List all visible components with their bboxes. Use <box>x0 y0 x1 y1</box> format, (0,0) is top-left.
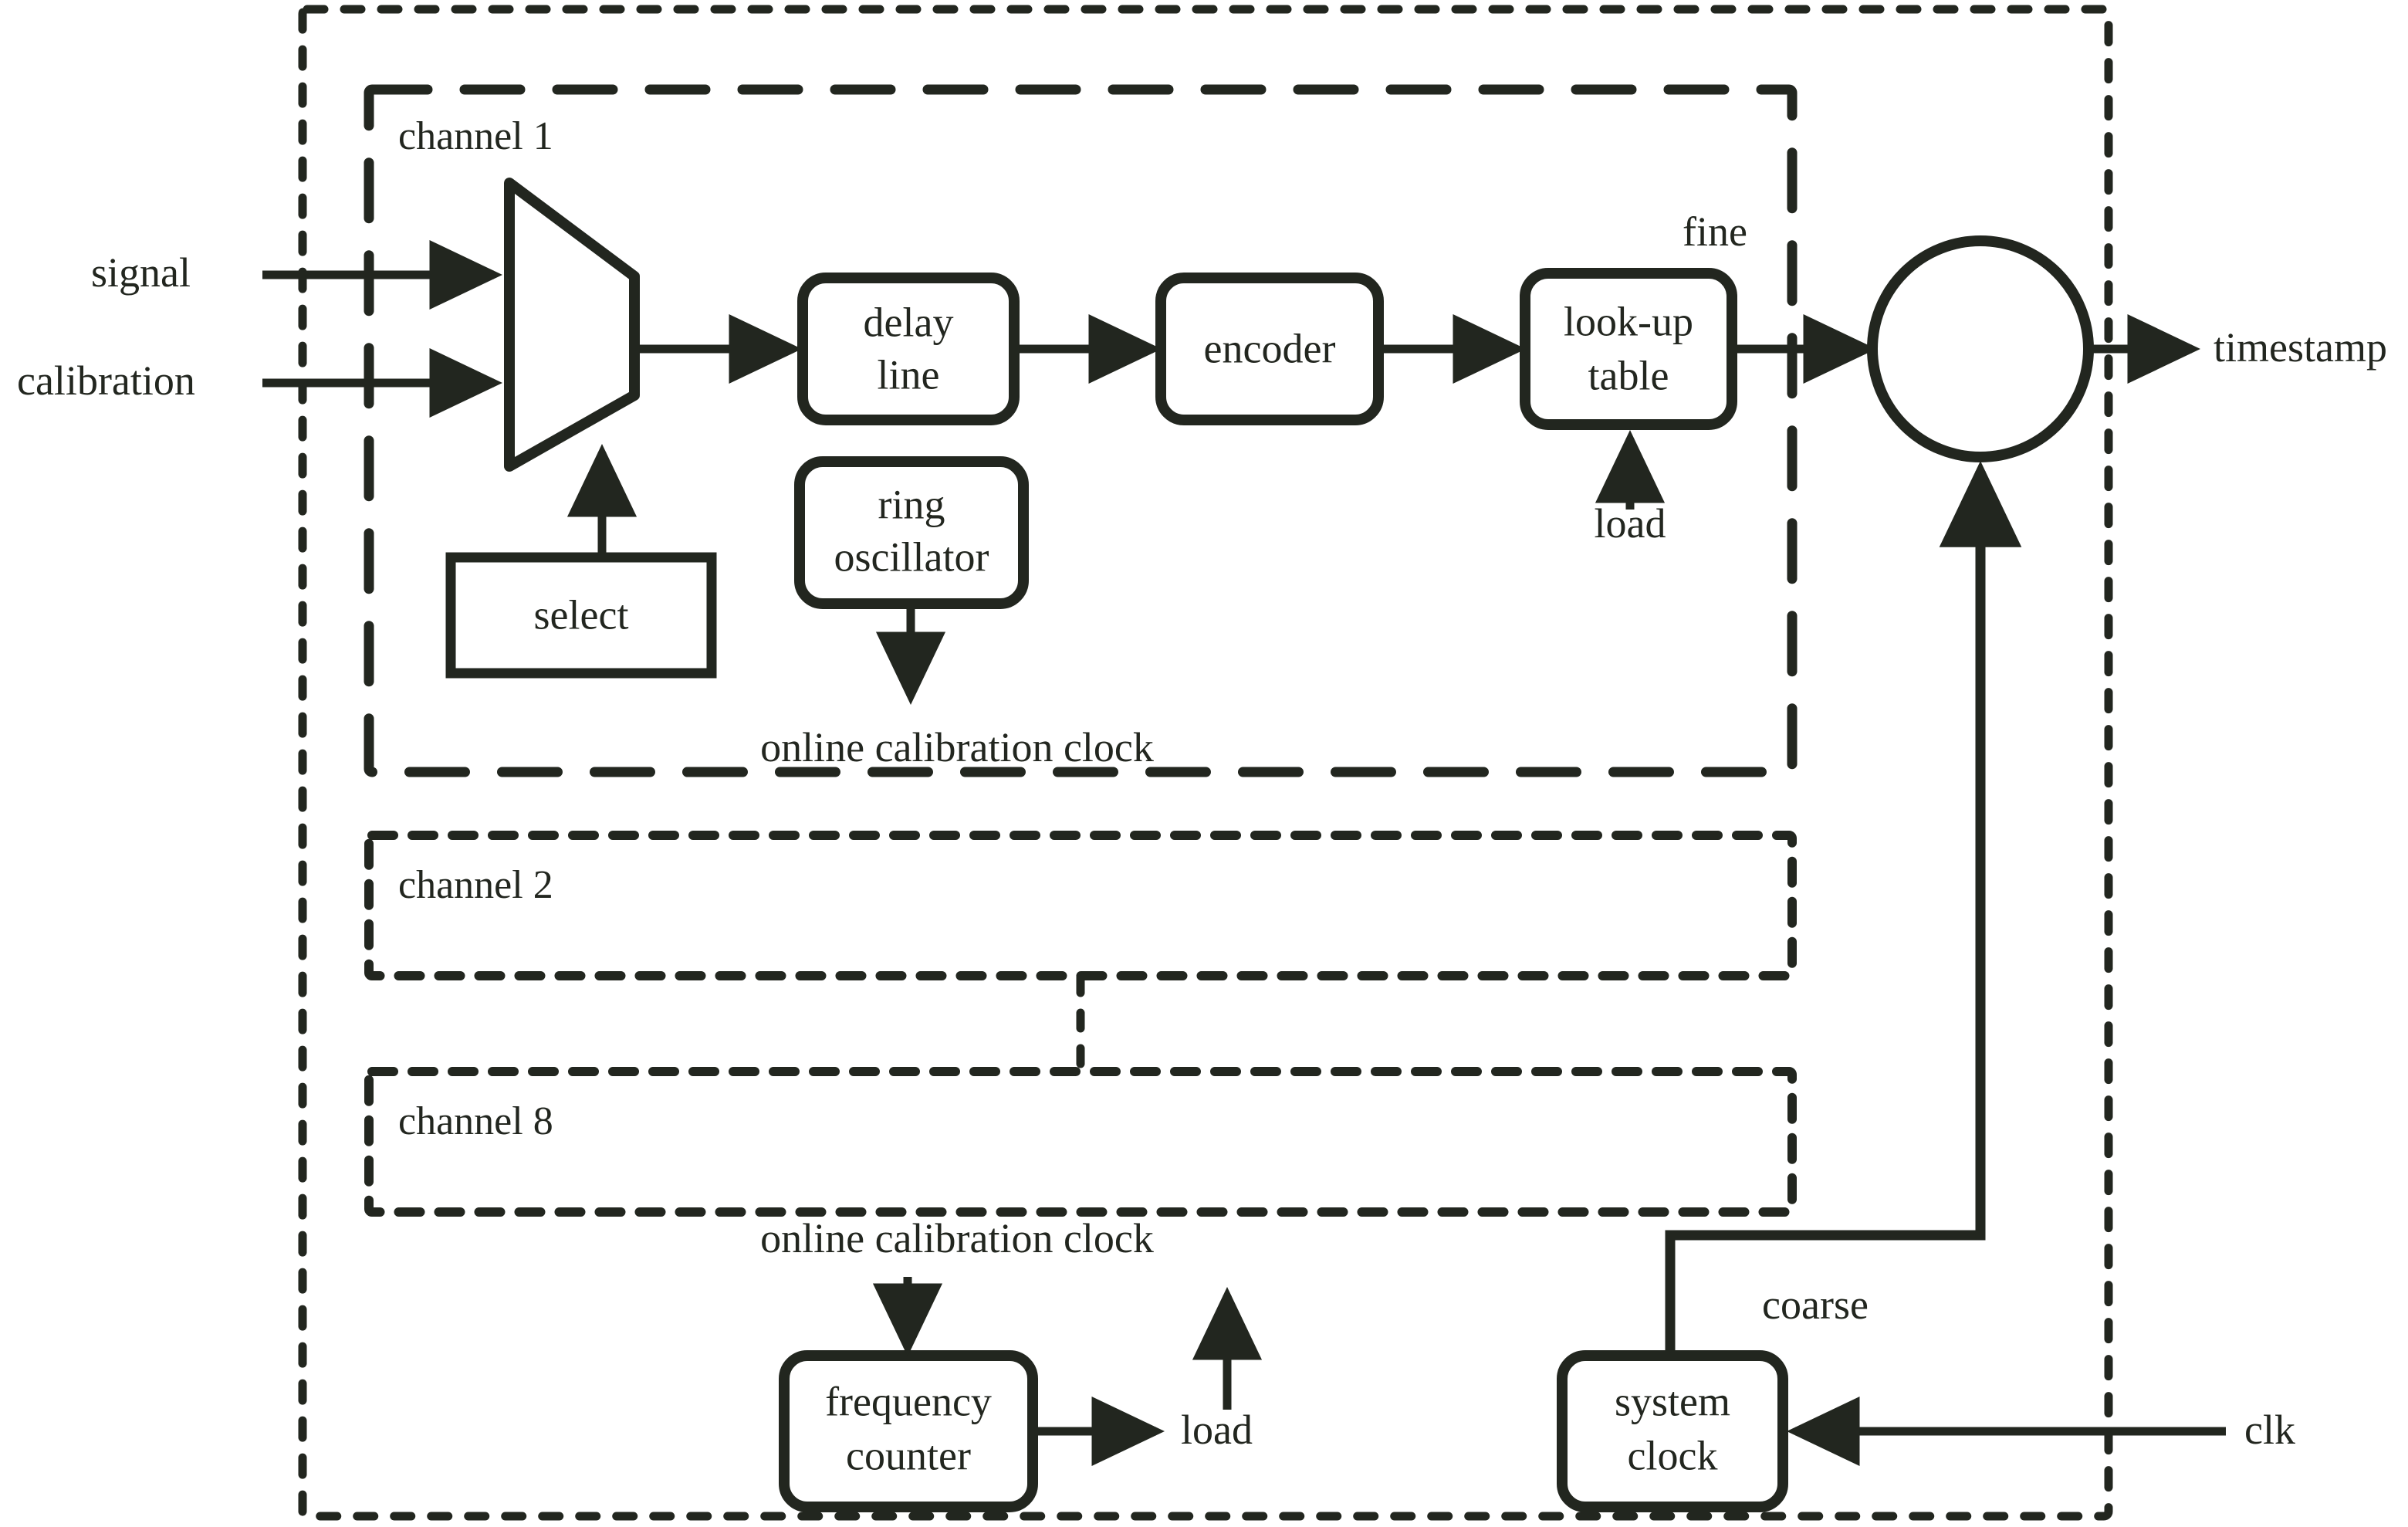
online-calibration-clock-bottom-label: online calibration clock <box>760 1215 1154 1261</box>
signal-input-label: signal <box>91 249 191 296</box>
timestamp-output-label: timestamp <box>2214 324 2387 371</box>
channel1-label: channel 1 <box>398 114 553 158</box>
channel2-container-border <box>364 831 1797 980</box>
clk-input-label: clk <box>2244 1407 2295 1453</box>
coarse-routing-wire <box>1665 460 2022 1379</box>
select-block-label: select <box>533 591 629 638</box>
channel1-container-border <box>364 84 1798 777</box>
outer-container-border <box>298 5 2113 1521</box>
encoder-label: encoder <box>1203 325 1336 372</box>
ring-oscillator-label-line1: ring <box>878 481 945 528</box>
channel8-container-border <box>364 1067 1797 1217</box>
frequency-counter-label-line1: frequency <box>825 1378 992 1425</box>
lookup-table-label-line1: look-up <box>1564 298 1693 345</box>
mux-shape <box>504 178 640 472</box>
select-block <box>445 552 717 679</box>
system-clock-block <box>1557 1350 1788 1512</box>
delay-line-label-line2: line <box>877 351 940 398</box>
delay-line-label-line1: delay <box>863 299 954 346</box>
lookup-table-block <box>1520 268 1737 430</box>
system-clock-label-line2: clock <box>1627 1432 1718 1479</box>
lookup-table-label-line2: table <box>1588 352 1669 399</box>
ring-oscillator-label-line2: oscillator <box>834 533 989 581</box>
channel8-label: channel 8 <box>398 1099 553 1143</box>
online-calibration-clock-ch1-label: online calibration clock <box>760 724 1154 770</box>
lut-load-label: load <box>1594 500 1666 547</box>
load-output-label: load <box>1181 1407 1253 1453</box>
frequency-counter-label-line2: counter <box>846 1432 971 1479</box>
coarse-label: coarse <box>1762 1282 1869 1328</box>
channel2-label: channel 2 <box>398 863 553 907</box>
system-clock-label-line1: system <box>1614 1378 1731 1425</box>
fine-label: fine <box>1683 208 1747 255</box>
calibration-input-label: calibration <box>17 357 195 404</box>
adder-circle <box>1867 235 2094 462</box>
